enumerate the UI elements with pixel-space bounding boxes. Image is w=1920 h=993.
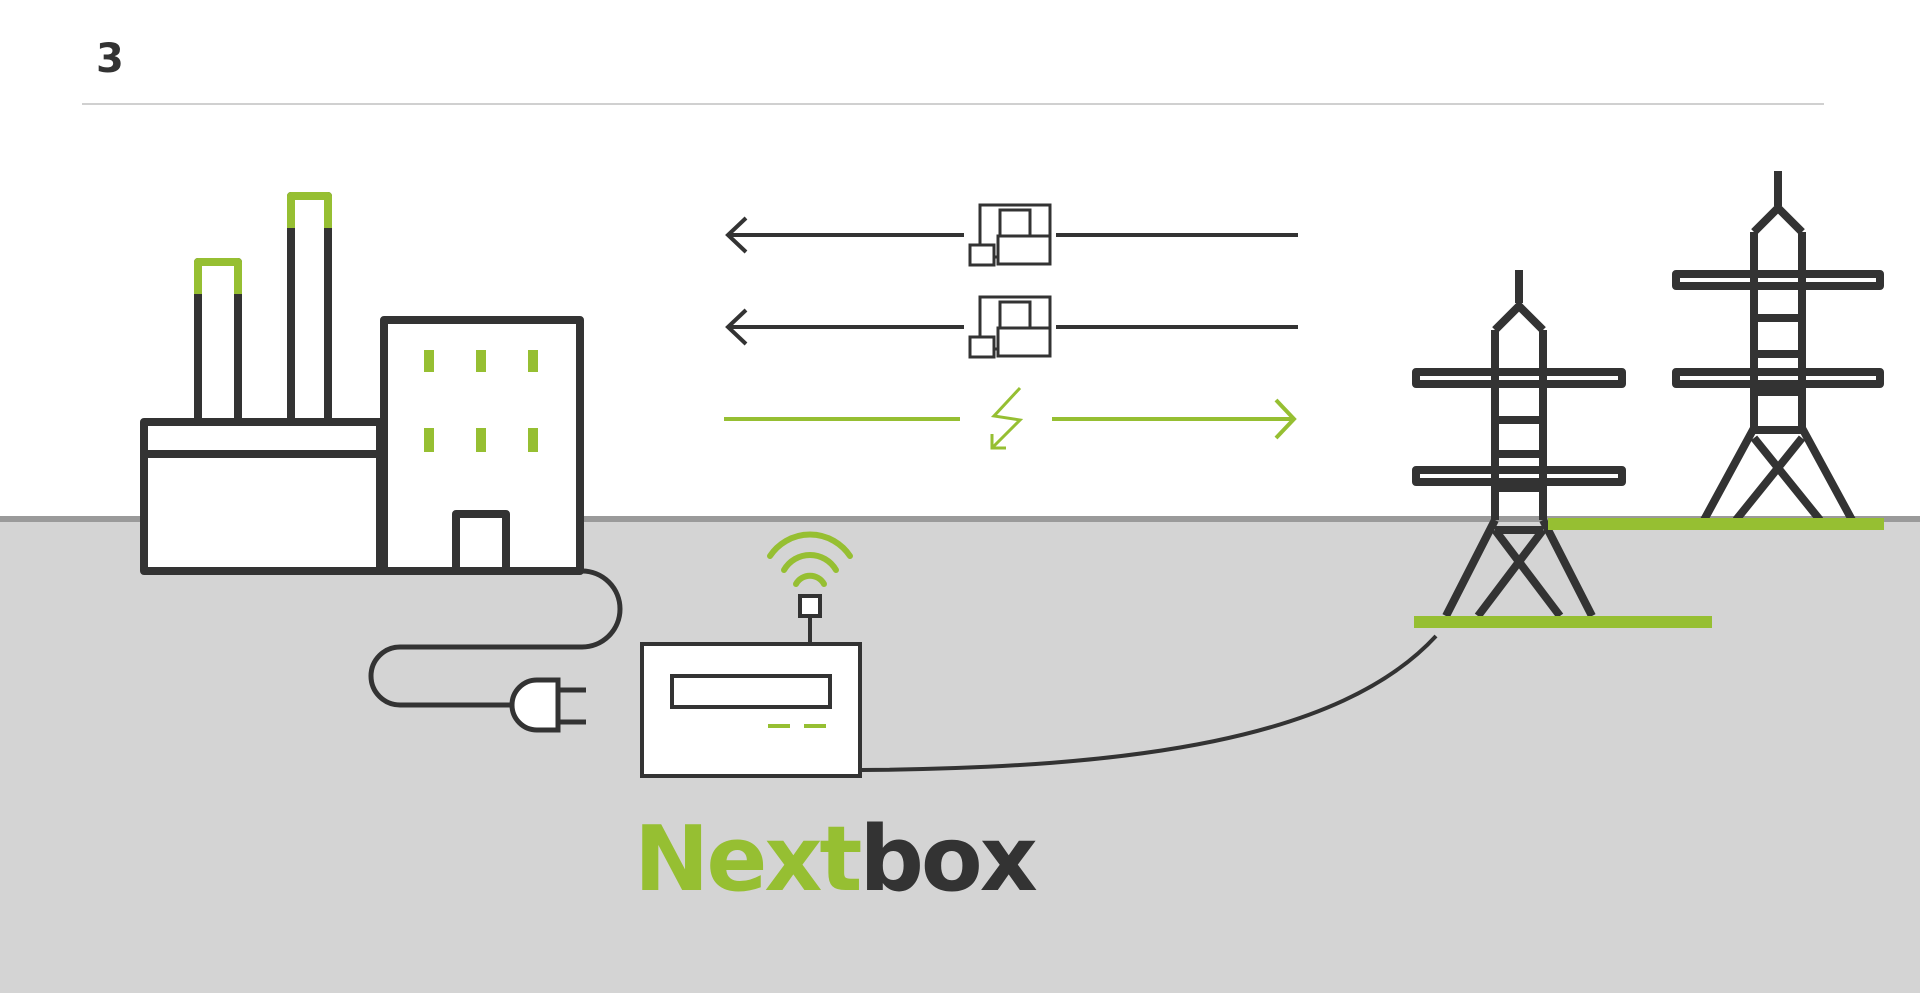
- nextbox-device: [640, 594, 862, 778]
- factory-icon: [140, 192, 584, 575]
- lightning-icon: [990, 386, 1024, 450]
- wifi-signal-icon: [767, 531, 853, 587]
- money-flow-arrow-2: [725, 308, 1298, 346]
- money-icon: [968, 295, 1052, 359]
- brand-logo: Nextbox: [634, 805, 1038, 915]
- money-flow-arrow-1: [725, 216, 1298, 254]
- money-icon: [968, 203, 1052, 267]
- brand-logo-part1: Next: [634, 807, 862, 912]
- header-divider: [82, 103, 1824, 105]
- grid-cable: [861, 634, 1438, 772]
- chimney-cap: [194, 192, 332, 294]
- factory-windows: [424, 350, 538, 452]
- energy-flow-arrow: [724, 398, 1297, 440]
- brand-logo-part2: box: [859, 807, 1037, 912]
- power-plug-icon: [509, 677, 586, 733]
- page-number: 3: [96, 36, 124, 82]
- ground-area: [0, 516, 1920, 993]
- pylon-icon: [1412, 270, 1626, 619]
- power-cable: [368, 568, 623, 708]
- pylon-icon: [1672, 171, 1884, 523]
